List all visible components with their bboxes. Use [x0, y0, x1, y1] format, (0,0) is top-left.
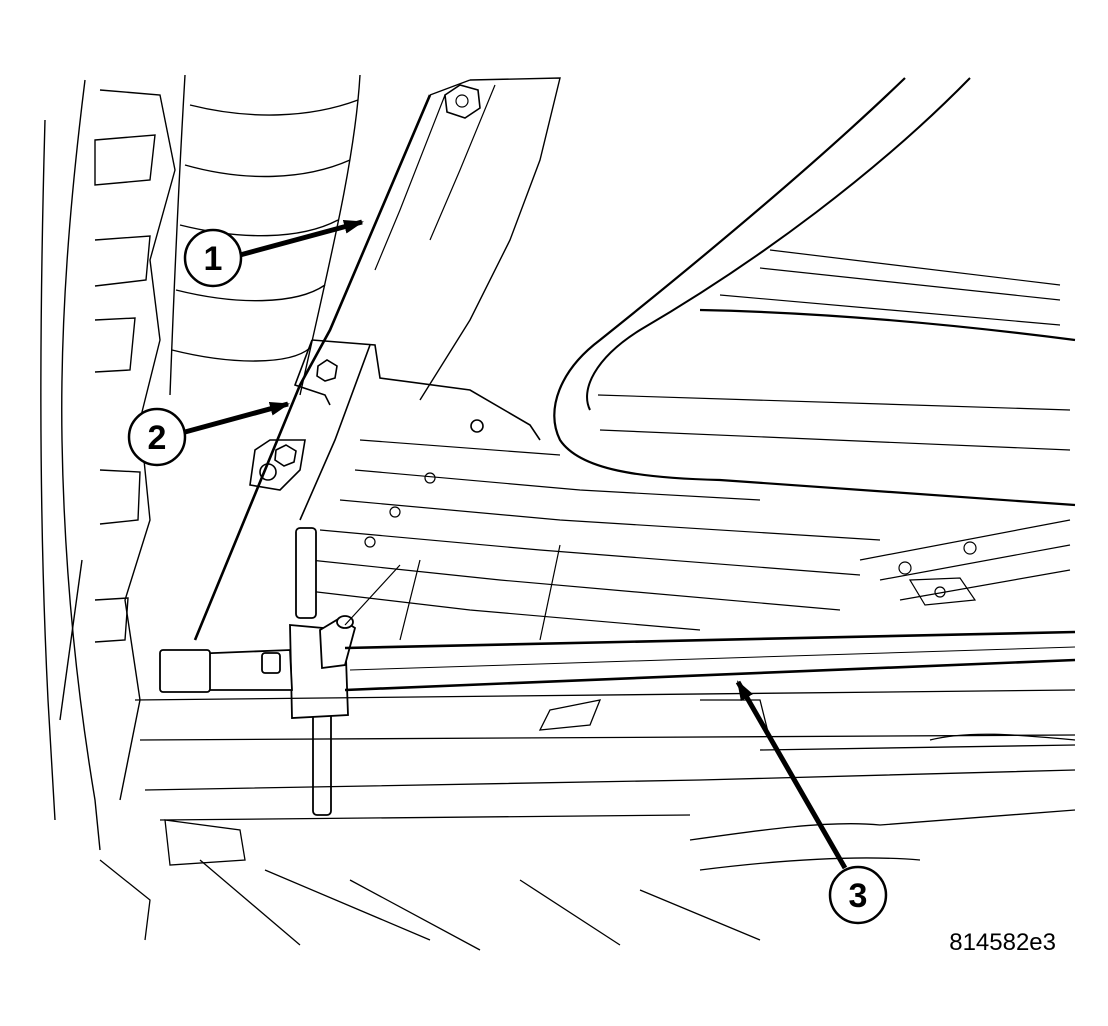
callout-1-number: 1 [204, 240, 223, 278]
cable-rod [344, 564, 1076, 692]
callout-3: 3 [735, 680, 888, 925]
spare-tire-well [553, 77, 1076, 507]
floor-pan-ribs [299, 439, 1071, 641]
callout-3-number: 3 [849, 877, 868, 915]
left-body-panel [40, 79, 176, 851]
callout-2-number: 2 [148, 419, 167, 457]
callout-1: 1 [183, 219, 364, 288]
lower-underbody [99, 689, 1076, 951]
callout-2: 2 [127, 401, 290, 467]
mounting-bracket [249, 339, 541, 521]
frame-rail [193, 77, 561, 641]
wrench-tool [159, 527, 357, 816]
figure-id: 814582e3 [949, 929, 1056, 956]
exhaust-cylinder [169, 74, 361, 396]
